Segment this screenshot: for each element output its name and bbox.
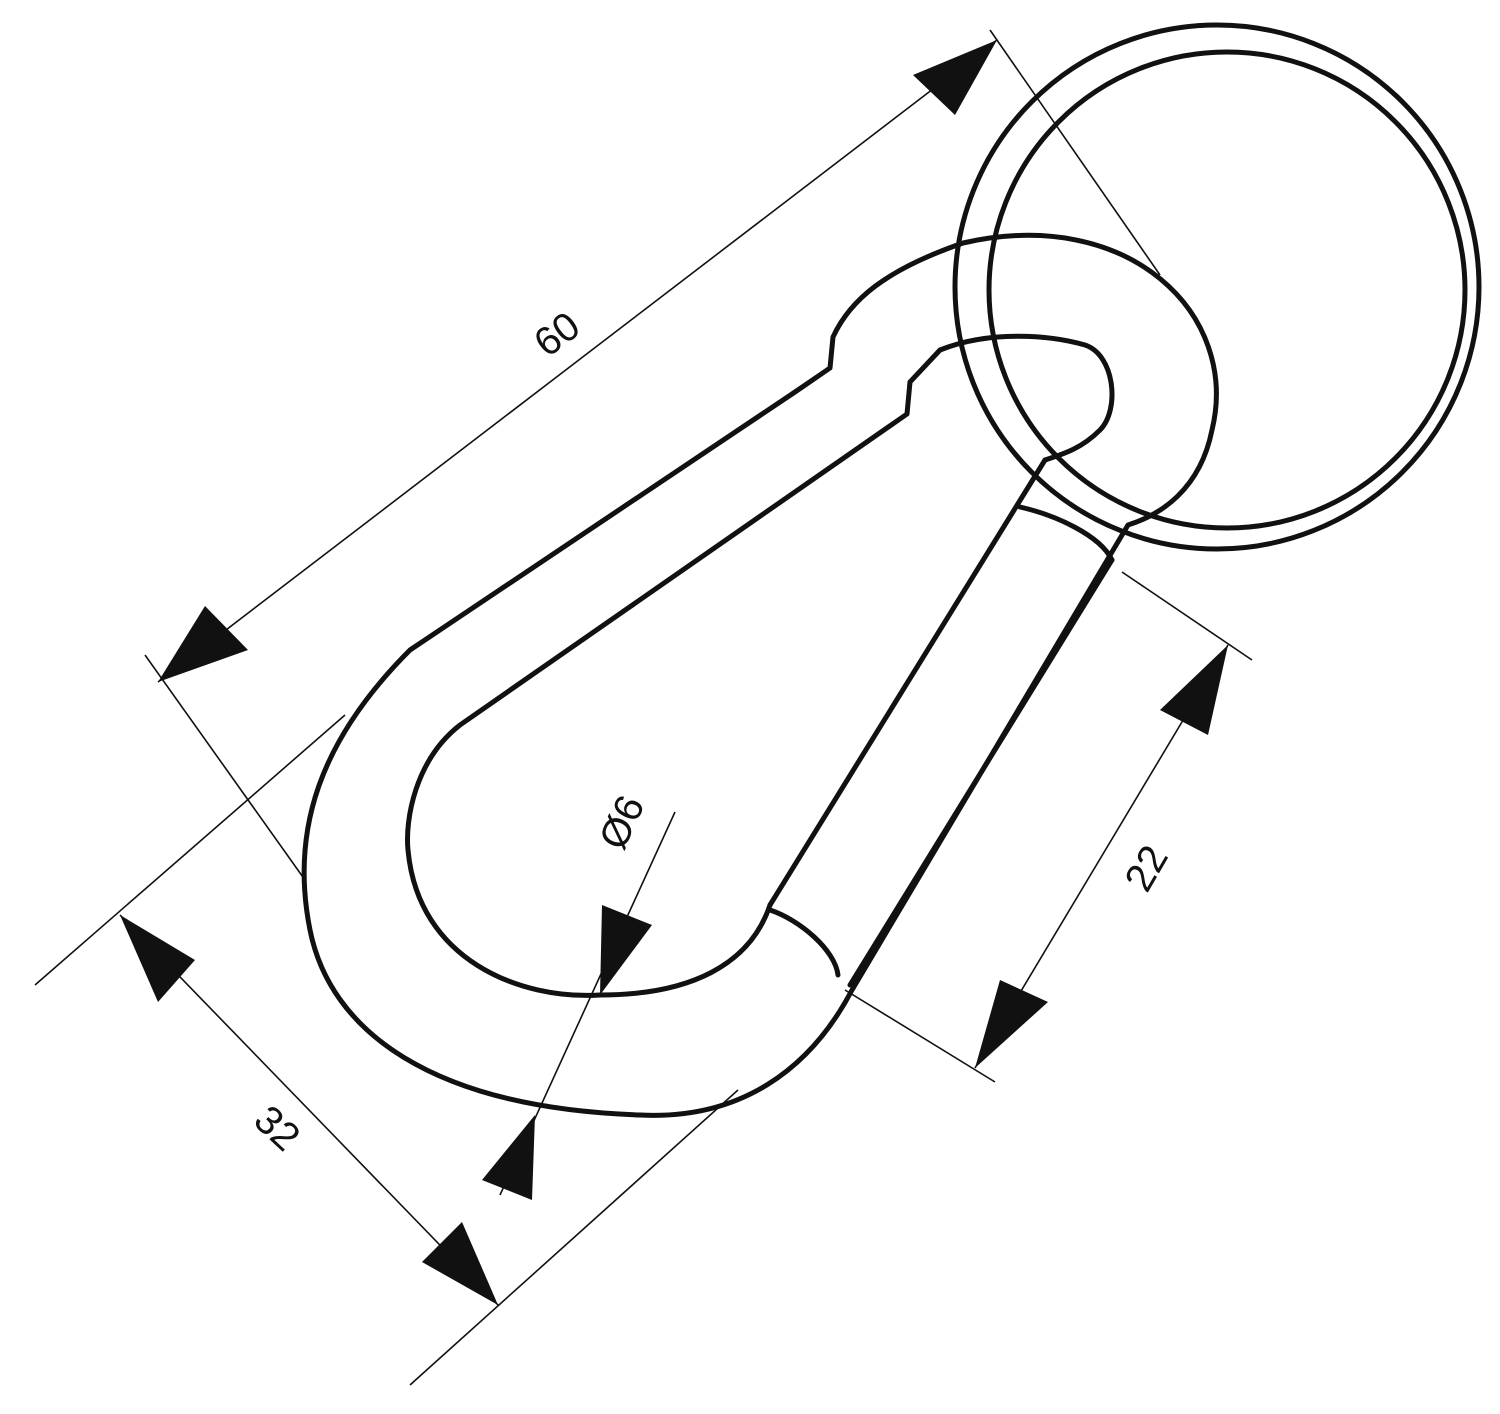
width-arrow-bottom [422, 1222, 498, 1305]
width-label: 32 [246, 1097, 309, 1160]
opening-arrow-top [1160, 645, 1228, 735]
length-arrow-bottom [158, 606, 248, 682]
width-dimension-line [119, 914, 499, 1306]
key-ring-outer [952, 22, 1482, 552]
width-extension-bottom [409, 1089, 739, 1386]
diameter-label: Ø6 [591, 789, 653, 856]
length-arrow-top [913, 40, 997, 115]
hook-inner-contour [405, 347, 943, 998]
length-dimension-line [157, 39, 998, 683]
width-arrow-top [120, 915, 195, 1002]
hook-outer-contour [301, 232, 1219, 1118]
diameter-arrow-bottom [482, 1115, 535, 1200]
opening-arrow-bottom [975, 980, 1048, 1068]
gate-hinge-bottom [767, 907, 841, 978]
dimension-opening: 22 [844, 571, 1253, 1083]
length-extension-bottom [144, 654, 306, 881]
hook-eye [937, 333, 1115, 463]
hook-gate-outer [847, 557, 1115, 988]
opening-label: 22 [1117, 838, 1177, 899]
gate-hinge-top [1017, 504, 1115, 563]
dimension-length: 60 [144, 29, 1161, 881]
opening-extension-bottom [844, 989, 996, 1083]
snap-hook-body [301, 232, 1219, 1118]
length-label: 60 [526, 304, 588, 366]
hook-gate [767, 457, 1048, 908]
diameter-arrow-top [600, 905, 652, 995]
width-extension-top [34, 714, 346, 986]
opening-extension-top [1121, 571, 1253, 661]
length-extension-top [989, 29, 1161, 276]
key-ring-inner [986, 49, 1468, 531]
key-ring [952, 22, 1482, 552]
